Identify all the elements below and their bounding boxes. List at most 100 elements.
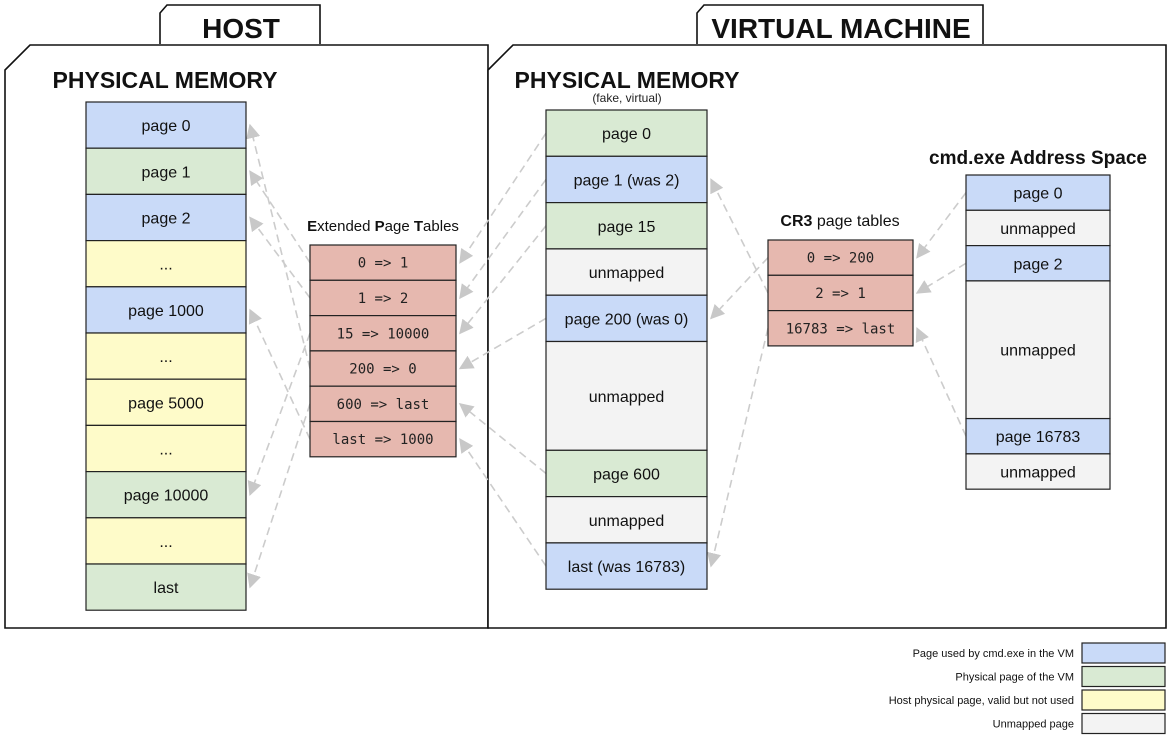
cmd-page-label: unmapped xyxy=(1000,465,1076,482)
cmd-page-label: unmapped xyxy=(1000,343,1076,360)
legend-label: Page used by cmd.exe in the VM xyxy=(913,648,1074,660)
mapping-arrow xyxy=(710,257,769,320)
host-page-cell xyxy=(85,332,247,380)
cr3-row xyxy=(767,310,914,347)
legend-swatch xyxy=(1081,665,1166,688)
ept-title: Extended Page Tables xyxy=(307,218,459,235)
host-page-cell xyxy=(85,193,247,242)
host-page-label: ... xyxy=(159,534,172,551)
legend-swatch xyxy=(1081,642,1166,664)
ept-row xyxy=(309,315,457,352)
host-page-cell xyxy=(85,378,247,427)
vm-page-label: page 1 (was 2) xyxy=(574,172,680,189)
vm-page-cell xyxy=(545,248,708,296)
host-page-label: page 1000 xyxy=(128,303,204,320)
vm-page-cell xyxy=(545,109,708,157)
ept-entry: last => 1000 xyxy=(332,432,433,448)
vm-memory-title: PHYSICAL MEMORY xyxy=(515,67,740,93)
mapping-arrow xyxy=(246,123,311,369)
cmd-page-cell xyxy=(965,174,1111,211)
mapping-arrow xyxy=(247,332,311,497)
vm-page-label: page 15 xyxy=(598,219,656,236)
mapping-arrows xyxy=(246,123,967,589)
mapping-arrow xyxy=(707,328,769,568)
ept-title-part: xtended xyxy=(317,218,375,235)
cr3-title-rest: page tables xyxy=(812,213,899,230)
host-page-cell xyxy=(85,101,247,149)
ept-title-part: ables xyxy=(423,218,459,235)
cmd-page-label: page 2 xyxy=(1014,256,1063,273)
mapping-arrow xyxy=(459,178,547,300)
vm-page-label: unmapped xyxy=(589,389,665,406)
cmd-page-label: page 0 xyxy=(1014,186,1063,203)
vm-page-label: page 200 (was 0) xyxy=(565,311,689,328)
legend-label: Physical page of the VM xyxy=(955,672,1074,684)
ept-title-part: age xyxy=(385,218,414,235)
legend-label: Host physical page, valid but not used xyxy=(889,695,1074,707)
mapping-arrow xyxy=(249,170,311,264)
host-tab xyxy=(159,4,321,44)
mapping-arrow xyxy=(458,317,547,370)
ept-row xyxy=(309,420,457,458)
host-page-cell xyxy=(85,240,247,288)
host-page-cell xyxy=(85,286,247,334)
cr3-title-bold: CR3 xyxy=(780,213,812,230)
ept-title-part: T xyxy=(414,218,423,235)
cr3-entry: 2 => 1 xyxy=(815,286,866,302)
vm-page-cell xyxy=(545,496,708,544)
ept-row xyxy=(309,385,457,423)
cmd-address-space-title: cmd.exe Address Space xyxy=(929,148,1147,169)
vm-page-cell xyxy=(545,542,708,590)
cmd-page-cell xyxy=(965,453,1111,490)
ept-entry: 0 => 1 xyxy=(358,256,409,272)
host-page-label: page 5000 xyxy=(128,395,204,412)
vm-tab-label: VIRTUAL MACHINE xyxy=(711,13,970,44)
host-page-label: page 1 xyxy=(142,164,191,181)
vm-page-label: page 600 xyxy=(593,466,660,483)
host-memory-title: PHYSICAL MEMORY xyxy=(53,67,278,93)
host-page-label: ... xyxy=(159,257,172,274)
mapping-arrow xyxy=(915,262,967,294)
cmd-page-label: page 16783 xyxy=(996,429,1081,446)
mapping-arrow xyxy=(916,192,967,259)
cmd-page-cell xyxy=(965,417,1111,455)
mapping-arrow xyxy=(915,326,967,437)
vm-tab xyxy=(696,4,984,44)
cmd-page-cell xyxy=(965,280,1111,420)
legend-swatch xyxy=(1081,712,1166,735)
ept-entry: 200 => 0 xyxy=(349,362,416,378)
host-page-cell xyxy=(85,147,247,195)
host-page-label: ... xyxy=(159,442,172,459)
ept-title-part: P xyxy=(375,218,385,235)
host-page-cell xyxy=(85,563,247,611)
host-page-label: page 0 xyxy=(142,118,191,135)
vm-page-cell xyxy=(545,340,708,451)
host-page-label: ... xyxy=(159,349,172,366)
ept-entry: 1 => 2 xyxy=(358,291,409,307)
mapping-arrow xyxy=(710,178,769,294)
vm-page-label: last (was 16783) xyxy=(568,559,685,576)
vm-page-cell xyxy=(545,202,708,250)
legend-swatch xyxy=(1081,689,1166,711)
host-page-label: last xyxy=(154,580,179,597)
cmd-page-label: unmapped xyxy=(1000,221,1076,238)
mapping-arrow xyxy=(249,216,311,299)
cr3-row xyxy=(767,274,914,312)
ept-title-part: E xyxy=(307,218,317,235)
vm-page-label: unmapped xyxy=(589,265,665,282)
vm-page-cell xyxy=(545,294,708,343)
host-page-cell xyxy=(85,517,247,565)
mapping-arrow xyxy=(459,225,547,335)
cmd-page-cell xyxy=(965,209,1111,247)
vm-memory-subtitle: (fake, virtual) xyxy=(592,91,661,105)
vm-page-cell xyxy=(545,449,708,498)
ept-entry: 15 => 10000 xyxy=(337,326,430,342)
vm-page-label: unmapped xyxy=(589,513,665,530)
host-tab-label: HOST xyxy=(202,13,280,44)
host-page-label: page 10000 xyxy=(124,488,209,505)
